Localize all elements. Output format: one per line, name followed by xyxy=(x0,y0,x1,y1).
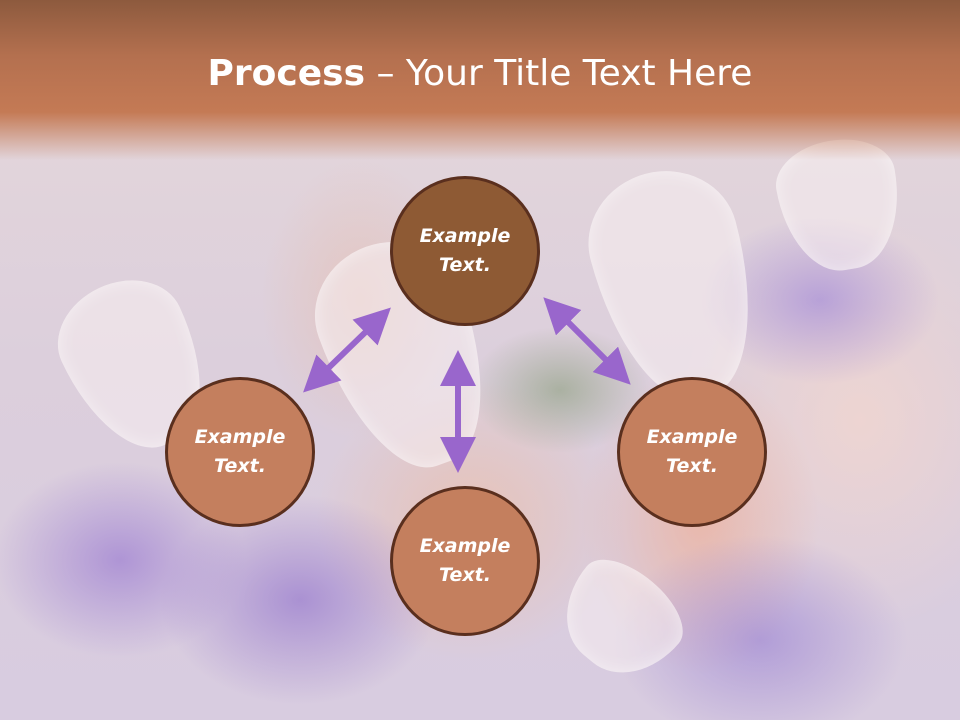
slide-title[interactable]: Process – Your Title Text Here xyxy=(0,50,960,98)
step-label: Example Text. xyxy=(646,426,738,477)
title-bar xyxy=(0,0,960,160)
process-step-right[interactable]: Example Text. xyxy=(617,377,767,527)
step-label: Example Text. xyxy=(194,426,286,477)
process-step-bottom[interactable]: Example Text. xyxy=(390,486,540,636)
process-step-top[interactable]: Example Text. xyxy=(390,176,540,326)
double-arrow-icon xyxy=(303,307,391,393)
double-arrow-icon xyxy=(543,297,631,385)
step-label: Example Text. xyxy=(419,535,511,586)
process-step-left[interactable]: Example Text. xyxy=(165,377,315,527)
title-rest: – Your Title Text Here xyxy=(365,53,753,94)
step-label: Example Text. xyxy=(419,225,511,276)
title-bold: Process xyxy=(207,53,366,94)
